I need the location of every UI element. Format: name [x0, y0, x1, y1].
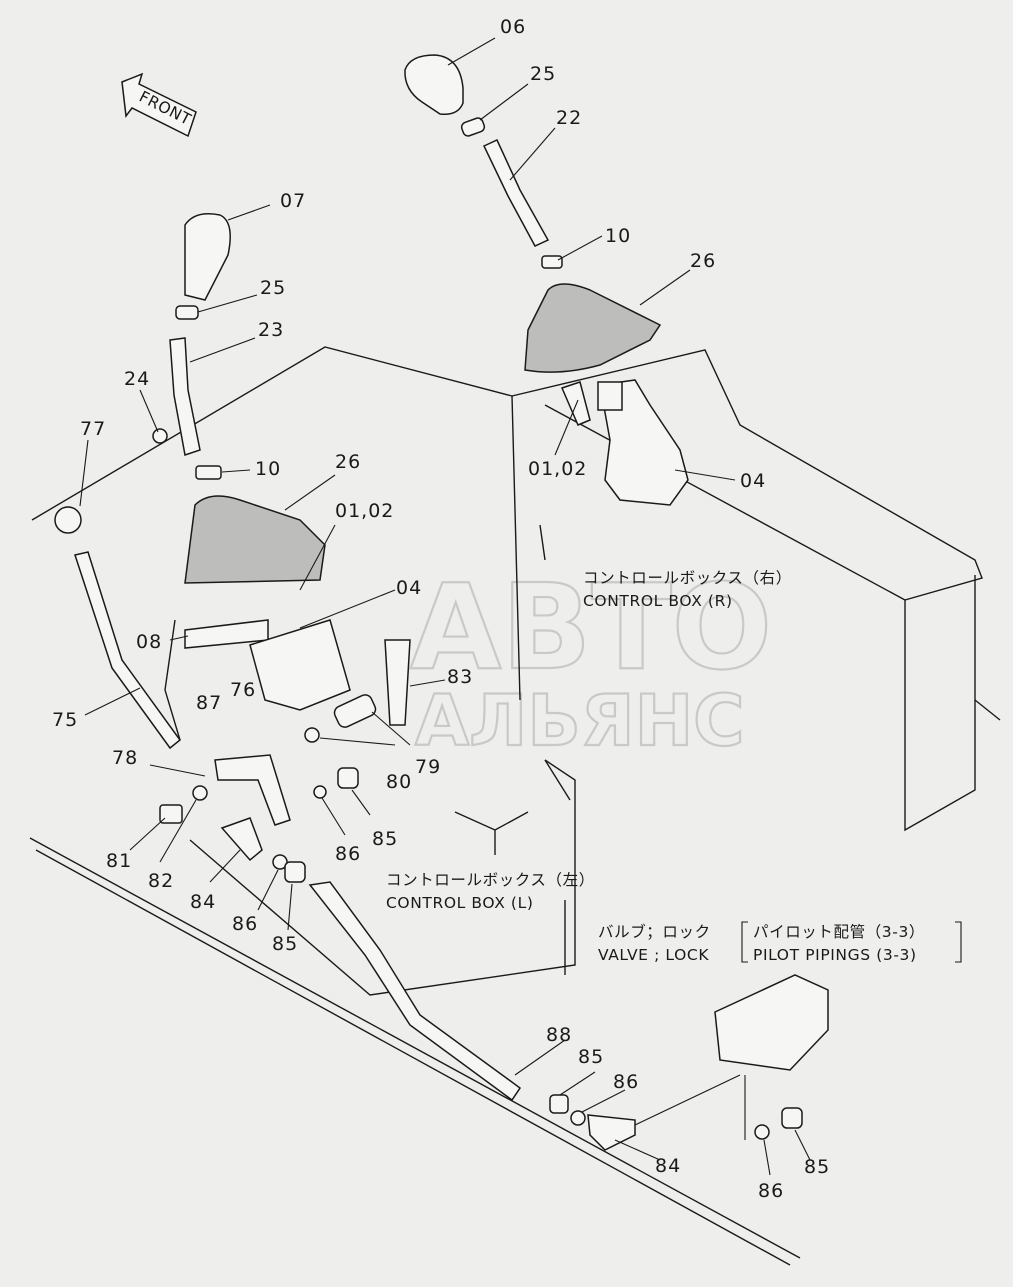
part-number: 06: [500, 16, 526, 38]
right-lever-assembly: [404, 54, 689, 506]
part-number: 83: [447, 666, 473, 688]
washer-86-left: [272, 854, 288, 870]
part-number: 10: [605, 225, 631, 247]
part-number: 77: [80, 418, 106, 440]
control-box-left-en: CONTROL BOX (L): [386, 894, 533, 912]
part-number: 82: [148, 870, 174, 892]
washer-86-valve: [570, 1110, 586, 1126]
part-number: 79: [415, 756, 441, 778]
watermark-line1: АВТО: [410, 558, 772, 696]
nut-10-right: [541, 255, 563, 269]
pilot-pipings-jp: パイロット配管（3-3）: [753, 923, 925, 941]
spring-83: [384, 639, 411, 726]
part-number-labels: 06 25 22 10 26 01,02 04 07 25 23 24 77 1…: [52, 16, 830, 1202]
lock-valve: [549, 974, 829, 1151]
part-number: 85: [578, 1046, 604, 1068]
captions: コントロールボックス（右） CONTROL BOX (R) コントロールボックス…: [386, 569, 962, 964]
part-number: 80: [386, 771, 412, 793]
rod-75: [74, 551, 182, 750]
part-number: 86: [232, 913, 258, 935]
valve-04-right: [599, 379, 689, 506]
control-box-left-jp: コントロールボックス（左）: [386, 871, 595, 889]
pin-79: [333, 694, 377, 728]
part-number: 75: [52, 709, 78, 731]
washer-80: [304, 727, 320, 743]
pipe-88: [308, 881, 522, 1102]
washer-82: [192, 785, 208, 801]
nut-25-left: [175, 305, 199, 320]
bracket-left: [741, 921, 748, 963]
part-number: 10: [255, 458, 281, 480]
valve-04-left: [249, 619, 351, 711]
part-number: 04: [740, 470, 766, 492]
nut-85-right: [781, 1107, 803, 1129]
part-number: 26: [335, 451, 361, 473]
part-number: 86: [613, 1071, 639, 1093]
control-box-right-jp: コントロールボックス（右）: [583, 569, 792, 587]
valve-lock-jp: バルブ；ロック: [598, 922, 711, 941]
knob-77: [54, 506, 82, 534]
part-number: 23: [258, 319, 284, 341]
part-number: 81: [106, 850, 132, 872]
valve-stem-right: [597, 381, 623, 411]
boot-26-right: [524, 283, 662, 373]
console-outline: [31, 346, 1001, 996]
valve-lock-en: VALVE ; LOCK: [598, 946, 709, 964]
part-number: 04: [396, 577, 422, 599]
part-number: 88: [546, 1024, 572, 1046]
part-number: 85: [272, 933, 298, 955]
watermark-line2: АЛЬЯНС: [415, 680, 745, 762]
part-number: 84: [190, 891, 216, 913]
elbow-84-left: [220, 817, 263, 862]
front-arrow: FRONT: [121, 72, 197, 138]
washer-86-mid: [313, 785, 327, 799]
control-box-right-en: CONTROL BOX (R): [583, 592, 733, 610]
link-78: [214, 754, 291, 826]
grip-07: [184, 213, 231, 301]
nut-85-left: [284, 861, 306, 883]
part-number: 84: [655, 1155, 681, 1177]
part-number: 85: [804, 1156, 830, 1178]
part-number: 25: [260, 277, 286, 299]
bolt-81: [159, 804, 183, 824]
part-number: 22: [556, 107, 582, 129]
leader-lines: [79, 37, 811, 1176]
part-number: 01,02: [335, 500, 394, 522]
part-number: 86: [335, 843, 361, 865]
valve-lock-body: [714, 974, 829, 1071]
washer-86-right: [754, 1124, 770, 1140]
part-number: 86: [758, 1180, 784, 1202]
part-number: 07: [280, 190, 306, 212]
part-number: 26: [690, 250, 716, 272]
part-number: 08: [136, 631, 162, 653]
bracket-right: [955, 921, 962, 963]
part-number: 01,02: [528, 458, 587, 480]
part-number: 25: [530, 63, 556, 85]
grip-06: [404, 54, 464, 116]
part-number: 87: [196, 692, 222, 714]
pilot-pipings-en: PILOT PIPINGS (3-3): [753, 946, 917, 964]
nut-10-left: [195, 465, 222, 480]
boot-26-left: [184, 495, 326, 584]
lever-22: [482, 139, 550, 247]
elbow-84-valve: [587, 1114, 636, 1151]
base-rails: [29, 837, 801, 1266]
part-number: 78: [112, 747, 138, 769]
part-number: 76: [230, 679, 256, 701]
left-lever-assembly: [54, 213, 522, 1102]
nut-85-mid: [337, 767, 359, 789]
part-number: 24: [124, 368, 150, 390]
part-number: 85: [372, 828, 398, 850]
nut-85-valve: [549, 1094, 569, 1114]
lever-23: [169, 337, 201, 456]
nut-25-right: [460, 117, 486, 137]
washer-24: [152, 428, 168, 444]
